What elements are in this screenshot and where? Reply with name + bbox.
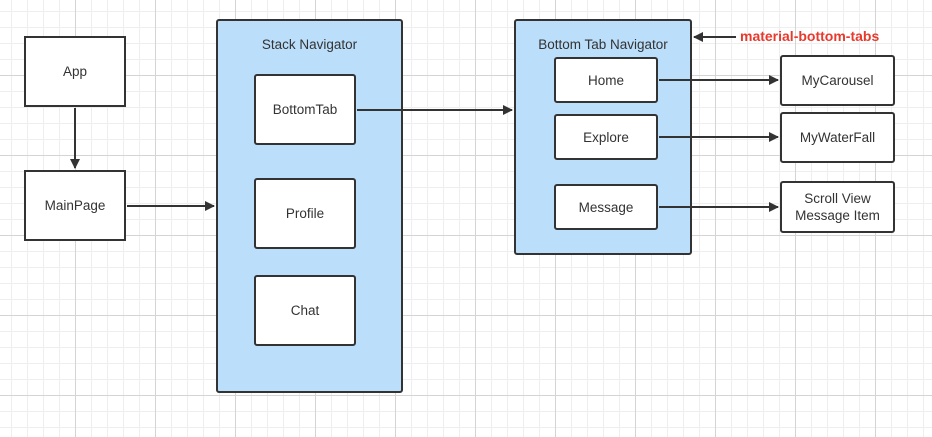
my-waterfall-node-label: MyWaterFall	[799, 130, 876, 145]
stack-navigator-title: Stack Navigator	[261, 37, 358, 52]
bottom-tab-node-label: BottomTab	[272, 102, 338, 117]
scroll-view-node: Scroll View Message Item	[780, 181, 895, 233]
app-node: App	[24, 36, 126, 107]
app-node-label: App	[62, 64, 88, 79]
profile-node-label: Profile	[285, 206, 325, 221]
message-node-label: Message	[578, 199, 634, 215]
scroll-view-node-label: Scroll View Message Item	[795, 191, 880, 223]
main-page-node: MainPage	[24, 170, 126, 241]
my-waterfall-node: MyWaterFall	[780, 112, 895, 163]
bottom-tab-node: BottomTab	[254, 74, 356, 145]
main-page-node-label: MainPage	[44, 198, 106, 213]
my-carousel-node: MyCarousel	[780, 55, 895, 106]
chat-node-label: Chat	[290, 303, 320, 318]
my-carousel-node-label: MyCarousel	[801, 73, 874, 88]
bottom-tab-navigator-title: Bottom Tab Navigator	[538, 37, 668, 52]
message-node: Message	[554, 184, 658, 230]
chat-node: Chat	[254, 275, 356, 346]
home-node-label: Home	[587, 72, 624, 88]
explore-node-label: Explore	[583, 129, 629, 145]
explore-node: Explore	[554, 114, 658, 160]
profile-node: Profile	[254, 178, 356, 249]
home-node: Home	[554, 57, 658, 103]
material-bottom-tabs-annotation: material-bottom-tabs	[740, 28, 880, 44]
